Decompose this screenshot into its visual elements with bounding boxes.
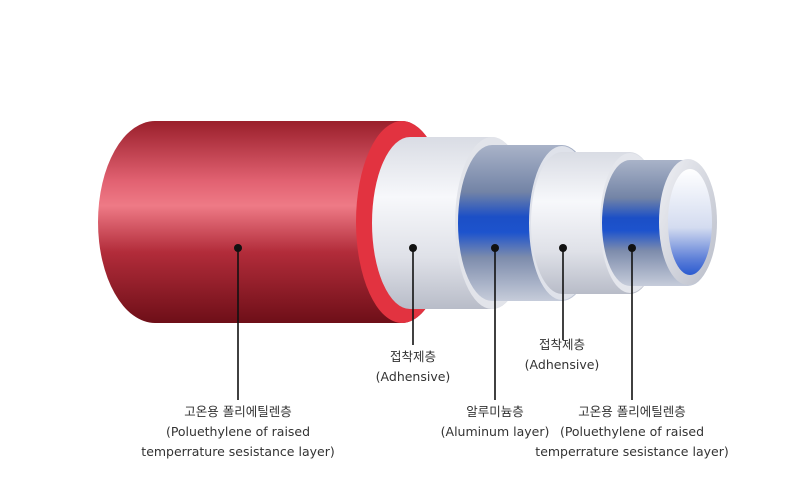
label-aluminum: 알루미늄층 (Aluminum layer): [440, 404, 550, 439]
label-adhesive-2: 접착제층 (Adhensive): [524, 337, 600, 372]
leader-lines: [234, 244, 636, 400]
inner-pe-layer: [602, 159, 717, 286]
leader-outer-pe: [234, 244, 242, 400]
leader-adhesive-2: [559, 244, 567, 340]
label-outer-pe: 고온용 폴리에틸렌층 (Poluethylene of raised tempe…: [141, 404, 335, 459]
leader-aluminum: [491, 244, 499, 400]
leader-inner-pe: [628, 244, 636, 400]
label-adhesive-1: 접착제층 (Adhensive): [375, 349, 451, 384]
leader-adhesive-1: [409, 244, 417, 345]
label-inner-pe: 고온용 폴리에틸렌층 (Poluethylene of raised tempe…: [535, 404, 729, 459]
